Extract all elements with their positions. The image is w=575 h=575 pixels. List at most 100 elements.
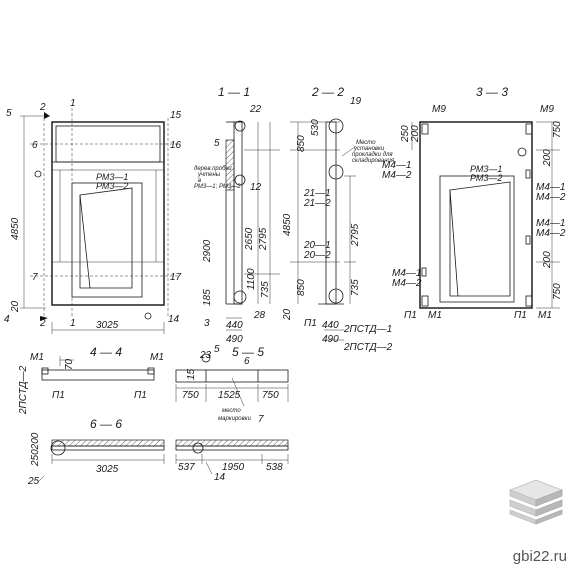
note-place-3: прокладки для bbox=[352, 152, 393, 158]
mark-5-s5: 5 bbox=[214, 344, 220, 355]
mark-7-s5: 7 bbox=[258, 414, 264, 425]
dim-1525: 1525 bbox=[218, 390, 241, 401]
dim-20-front: 20 bbox=[10, 300, 21, 313]
mark-21-2: 21—2 bbox=[303, 198, 331, 209]
dim-750-s5-left: 750 bbox=[182, 390, 199, 401]
mark-20-2: 20—2 bbox=[303, 250, 331, 261]
dim-20-s2: 20 bbox=[282, 308, 293, 321]
dim-70: 70 bbox=[64, 358, 75, 370]
mark-m1-s4-right: M1 bbox=[150, 352, 164, 363]
dim-2650: 2650 bbox=[244, 227, 255, 251]
section-3-3 bbox=[411, 121, 560, 309]
dim-3025-front: 3025 bbox=[96, 320, 119, 331]
mark-20-1: 20—1 bbox=[303, 240, 331, 251]
note-place-2: установки bbox=[353, 146, 385, 152]
section-6-6-title: 6 — 6 bbox=[90, 417, 122, 431]
mark-m4-1-c: M4—1 bbox=[536, 218, 565, 229]
mark-m4-1-d: M4—1 bbox=[392, 268, 421, 279]
dim-185: 185 bbox=[202, 289, 213, 306]
note-wood-2: учтены bbox=[197, 172, 221, 178]
mark-12: 12 bbox=[250, 182, 262, 193]
label-rm3-1: РМ3—1 bbox=[96, 172, 128, 182]
dim-15: 15 bbox=[186, 368, 197, 380]
mark-1-top: 1 bbox=[70, 98, 76, 109]
mark-m4-2-b: M4—2 bbox=[536, 192, 566, 203]
mark-m1-s4-left: M1 bbox=[30, 352, 44, 363]
dim-440-s2: 440 bbox=[322, 320, 339, 331]
front-elevation bbox=[20, 108, 180, 334]
note-sling-1: место bbox=[222, 408, 241, 414]
mark-m4-2-c: M4—2 bbox=[536, 228, 566, 239]
mark-23: 23 bbox=[199, 350, 212, 361]
dim-538: 538 bbox=[266, 462, 283, 473]
section-1-1 bbox=[225, 120, 280, 331]
watermark-text[interactable]: gbi22.ru bbox=[512, 548, 567, 565]
dim-750-s3-top: 750 bbox=[552, 121, 563, 138]
mark-14: 14 bbox=[168, 314, 180, 325]
dim-4850-front: 4850 bbox=[10, 217, 21, 240]
mark-p1-s3-right: П1 bbox=[514, 310, 527, 321]
mark-3-s1: 3 bbox=[204, 318, 210, 329]
mark-m1-s3-left: M1 bbox=[428, 310, 442, 321]
mark-2-top: 2 bbox=[39, 102, 46, 113]
section-3-3-title: 3 — 3 bbox=[476, 85, 508, 99]
dim-735-s1: 735 bbox=[260, 281, 271, 298]
mark-m9-left: M9 bbox=[432, 104, 446, 115]
note-place-1: Место bbox=[356, 140, 376, 146]
dim-537: 537 bbox=[178, 462, 195, 473]
section-6-6-right bbox=[175, 439, 289, 475]
mark-2-bottom: 2 bbox=[39, 318, 46, 329]
mark-14-s6: 14 bbox=[214, 472, 226, 483]
mark-16: 16 bbox=[170, 140, 182, 151]
mark-6-s5: 6 bbox=[244, 356, 250, 367]
dim-750-s3-bottom: 750 bbox=[552, 283, 563, 300]
section-2-2 bbox=[290, 118, 357, 341]
mark-4: 4 bbox=[4, 314, 10, 325]
section-2-2-title: 2 — 2 bbox=[311, 85, 344, 99]
dim-530: 530 bbox=[310, 119, 321, 136]
note-wood-3: в bbox=[198, 178, 201, 184]
dim-250-s3: 250 bbox=[400, 125, 411, 143]
dim-200-s3-top: 200 bbox=[410, 125, 421, 143]
dim-2900: 2900 bbox=[202, 239, 213, 263]
mark-1-bottom: 1 bbox=[70, 318, 76, 329]
mark-5: 5 bbox=[6, 108, 12, 119]
mark-2pstd-1: 2ПСТД—1 bbox=[343, 324, 392, 335]
brand-logo-icon bbox=[508, 479, 564, 525]
mark-p1-s2: П1 bbox=[304, 318, 317, 329]
mark-m9-right: M9 bbox=[540, 104, 554, 115]
mark-m4-1-b: M4—1 bbox=[536, 182, 565, 193]
label-rm3-1-s3: РМ3—1 bbox=[470, 164, 502, 174]
dim-3025-s6: 3025 bbox=[96, 464, 119, 475]
label-rm3-2: РМ3—2 bbox=[96, 181, 128, 191]
mark-6: 6 bbox=[32, 140, 38, 151]
section-4-4 bbox=[41, 356, 155, 381]
note-wood-1: дерев.пробки bbox=[194, 166, 232, 172]
mark-25: 25 bbox=[27, 476, 40, 487]
mark-m4-2-a: M4—2 bbox=[382, 170, 412, 181]
mark-p1-s4-right: П1 bbox=[134, 390, 147, 401]
mark-22: 22 bbox=[249, 104, 262, 115]
mark-21-1: 21—1 bbox=[303, 188, 331, 199]
section-4-4-title: 4 — 4 bbox=[90, 345, 122, 359]
section-5-5 bbox=[175, 353, 289, 407]
mark-m1-s3-right: M1 bbox=[538, 310, 552, 321]
dim-850-bottom: 850 bbox=[296, 279, 307, 296]
dim-1950: 1950 bbox=[222, 462, 245, 473]
mark-28: 28 bbox=[253, 310, 266, 321]
mark-p1-s4-left: П1 bbox=[52, 390, 65, 401]
dim-490-s1: 490 bbox=[226, 334, 243, 345]
dim-2795-s1: 2795 bbox=[258, 227, 269, 251]
panel-outline bbox=[51, 121, 165, 306]
mark-2pstd-2-s6: 2ПСТД—2 bbox=[18, 365, 29, 415]
dim-2795-s2: 2795 bbox=[350, 223, 361, 247]
label-rm3-2-s3: РМ3—2 bbox=[470, 173, 502, 183]
mark-17: 17 bbox=[170, 272, 182, 283]
note-wood-4: РМ3—1; РМ3—2 bbox=[194, 184, 241, 190]
dim-440-s1: 440 bbox=[226, 320, 243, 331]
mark-5-s1: 5 bbox=[214, 138, 220, 149]
opening-door bbox=[79, 187, 133, 289]
dim-200-s3-low: 200 bbox=[542, 251, 553, 269]
section-6-6 bbox=[37, 439, 165, 483]
